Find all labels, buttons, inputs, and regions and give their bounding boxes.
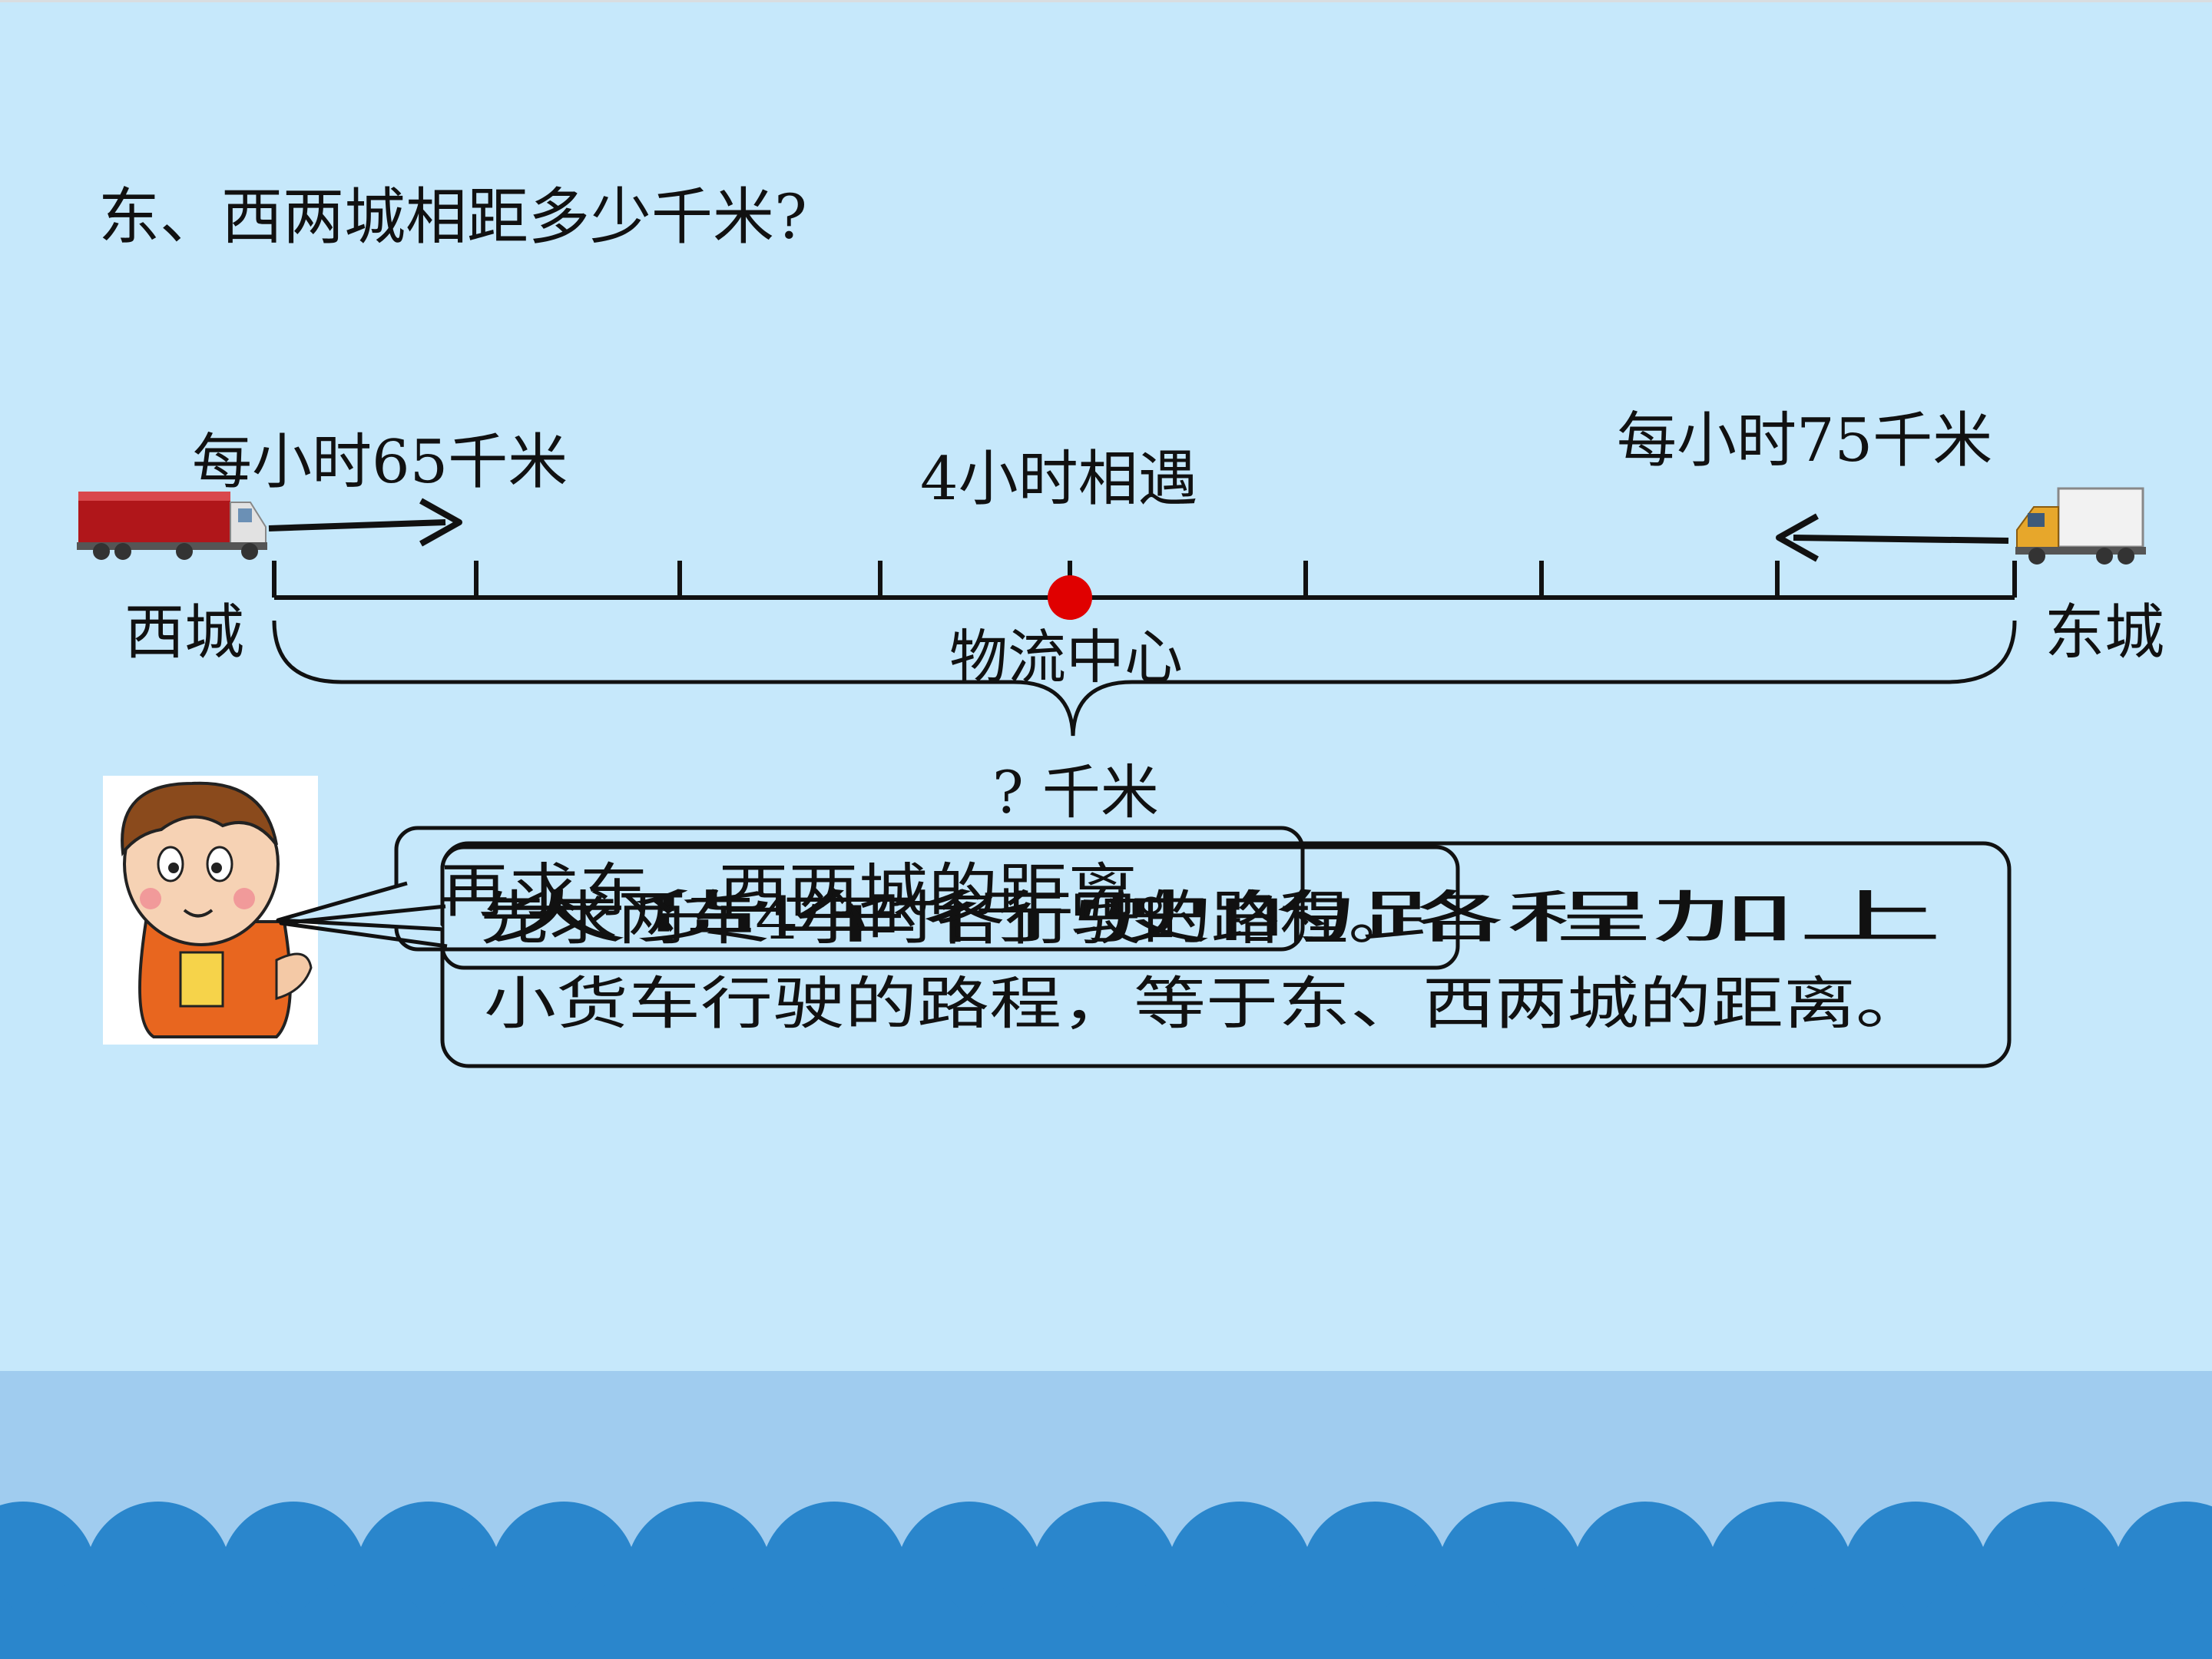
west-direction-arrow <box>268 498 462 547</box>
meeting-point-marker <box>1048 575 1092 620</box>
meet-time-label: 4小时相遇 <box>920 445 1198 514</box>
speech-bubble-1: 再求东、西两城的距离。 <box>394 826 1305 952</box>
bubble-1-text: 再求东、西两城的距离。 <box>439 856 1207 925</box>
boy-character-avatar <box>103 776 318 1045</box>
west-city-label: 西城 <box>124 598 244 667</box>
east-speed-label: 每小时75千米 <box>1617 406 1992 475</box>
west-speed-label: 每小时65千米 <box>192 428 568 497</box>
white-truck-icon <box>2015 487 2146 565</box>
east-city-label: 东城 <box>2045 598 2164 667</box>
top-border <box>0 0 2212 2</box>
total-distance-brace <box>272 620 2017 737</box>
bubble-2-text: 先求两车4小时各行驶的路程。 <box>480 884 1417 952</box>
east-direction-arrow <box>1776 513 2009 562</box>
logistics-center-label: 物流中心 <box>949 623 1183 691</box>
speech-bubble-pointer <box>276 881 448 949</box>
question-text: 东、西两城相距多少千米? <box>98 181 807 253</box>
bubble-3-line-1: 大货车行驶的路程加上 <box>484 885 1943 951</box>
total-distance-label: ? 千米 <box>992 758 1159 826</box>
speech-bubble-2: 先求两车4小时各行驶的路程。 <box>440 845 1460 970</box>
wave-base <box>0 1621 2212 1659</box>
red-truck-icon <box>77 492 267 560</box>
distance-line <box>272 561 2017 600</box>
wave-decoration <box>0 1502 2212 1659</box>
speech-bubble-3: 大货车行驶的路程加上 小货车行驶的路程，等于东、西两城的距离。 <box>440 841 2012 1068</box>
bubble-3-line-2: 小货车行驶的路程，等于东、西两城的距离。 <box>484 971 1928 1037</box>
